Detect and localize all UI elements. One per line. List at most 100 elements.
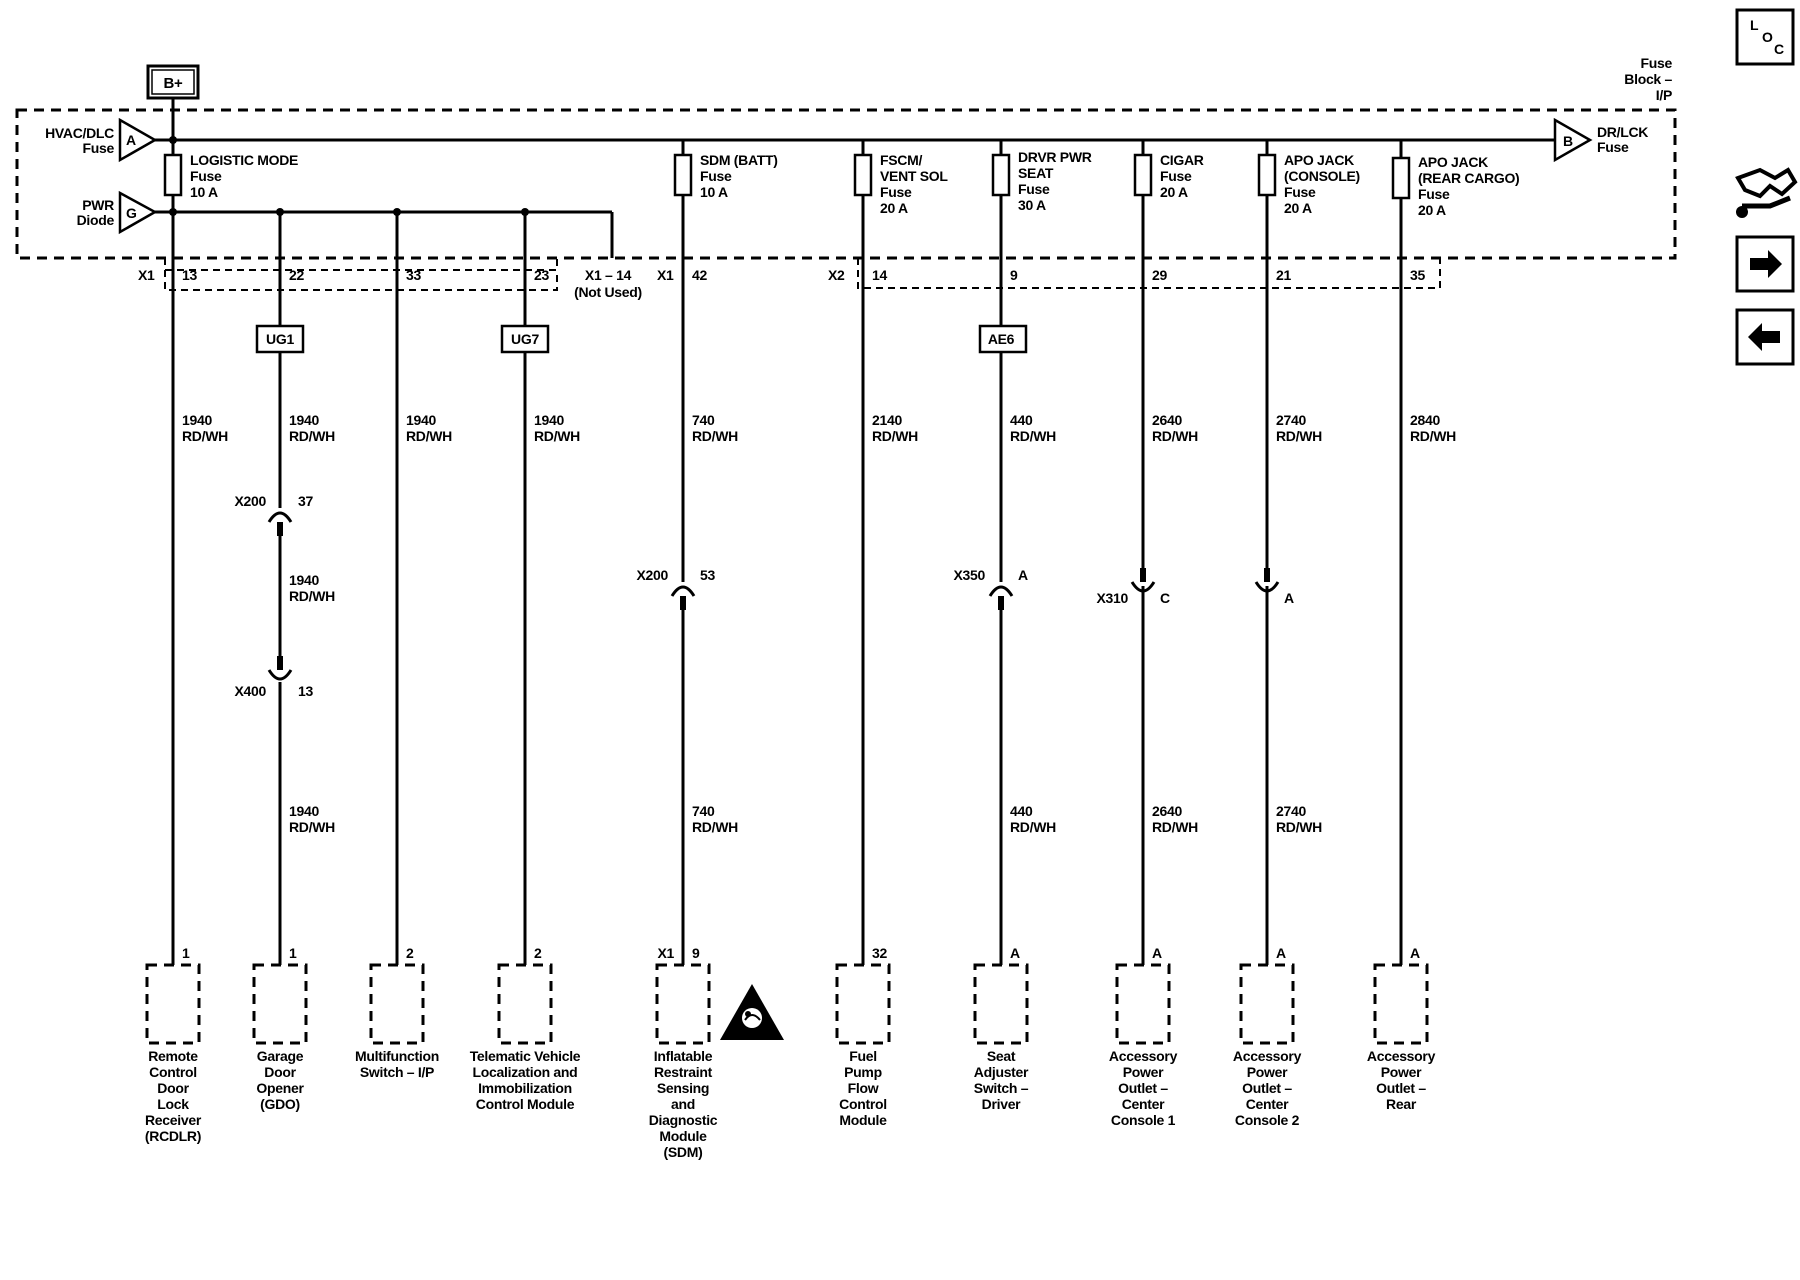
svg-text:2640: 2640 [1152,803,1182,819]
svg-text:Center: Center [1246,1096,1289,1112]
svg-text:Power: Power [1381,1064,1422,1080]
svg-text:A: A [1410,945,1420,961]
svg-text:X200: X200 [235,493,267,509]
svg-text:UG1: UG1 [266,331,294,347]
svg-text:C: C [1774,41,1784,57]
svg-text:RD/WH: RD/WH [1152,819,1198,835]
previous-page-button[interactable] [1735,308,1795,366]
connector-x2-rail [857,258,1441,289]
svg-text:X200: X200 [637,567,669,583]
svg-text:PWR: PWR [82,197,114,213]
fuse-drvr-pwr-seat: DRVR PWR SEAT Fuse 30 A [991,149,1092,213]
svg-text:B: B [1563,133,1573,149]
svg-text:Driver: Driver [982,1096,1022,1112]
svg-text:30 A: 30 A [1018,197,1046,213]
svg-text:13: 13 [298,683,313,699]
svg-text:740: 740 [692,803,715,819]
svg-text:Fuse: Fuse [1597,139,1629,155]
component-boxes [145,963,1429,1045]
svg-text:X1: X1 [657,945,674,961]
connector-x2-label: X2 [828,267,845,283]
svg-text:RD/WH: RD/WH [289,819,335,835]
svg-text:X350: X350 [954,567,986,583]
svg-text:RD/WH: RD/WH [1010,819,1056,835]
svg-text:1: 1 [182,945,190,961]
svg-text:Console 2: Console 2 [1235,1112,1300,1128]
svg-text:Block –: Block – [1624,71,1672,87]
svg-text:Accessory: Accessory [1233,1048,1302,1064]
svg-text:RD/WH: RD/WH [1276,428,1322,444]
svg-text:Sensing: Sensing [657,1080,709,1096]
svg-text:33: 33 [406,267,421,283]
svg-text:Outlet –: Outlet – [1242,1080,1292,1096]
svg-text:Remote: Remote [148,1048,198,1064]
svg-text:G: G [126,205,137,221]
connector-x1-label: X1 [138,267,155,283]
arrow-right-icon [1750,250,1782,278]
svg-text:Module: Module [659,1128,707,1144]
svg-text:1: 1 [289,945,297,961]
arrow-left-icon [1748,323,1780,351]
svg-text:A: A [1284,590,1294,606]
connector-x1-rail [165,258,558,271]
svg-text:APO JACK: APO JACK [1284,152,1354,168]
svg-text:Control Module: Control Module [476,1096,575,1112]
fuse-block-label: Fuse Block – I/P [1624,55,1673,103]
inline-connector-a: A [1254,568,1294,606]
option-code-ae6: AE6 [978,324,1028,354]
svg-text:Outlet –: Outlet – [1376,1080,1426,1096]
svg-text:Fuse: Fuse [1418,186,1450,202]
svg-text:(RCDLR): (RCDLR) [145,1128,201,1144]
connector-x1-lower-rail [164,258,558,291]
svg-text:A: A [126,132,136,148]
svg-text:Module: Module [839,1112,887,1128]
svg-text:Telematic Vehicle: Telematic Vehicle [470,1048,581,1064]
svg-text:RD/WH: RD/WH [1152,428,1198,444]
loc-button[interactable]: L O C [1735,8,1795,66]
svg-text:2140: 2140 [872,412,902,428]
svg-text:Multifunction: Multifunction [355,1048,439,1064]
svg-text:Control: Control [149,1064,197,1080]
handshake-wrench-icon[interactable] [1735,167,1798,218]
svg-text:Power: Power [1123,1064,1164,1080]
b-plus-label: B+ [164,75,184,92]
svg-text:2740: 2740 [1276,803,1306,819]
svg-text:10 A: 10 A [700,184,728,200]
svg-text:20 A: 20 A [1418,202,1446,218]
svg-text:Accessory: Accessory [1367,1048,1436,1064]
svg-text:2: 2 [534,945,542,961]
next-page-button[interactable] [1735,235,1795,293]
svg-text:Fuse: Fuse [1284,184,1316,200]
svg-text:Inflatable: Inflatable [654,1048,713,1064]
svg-text:13: 13 [182,267,197,283]
svg-text:1940: 1940 [534,412,564,428]
svg-text:Receiver: Receiver [145,1112,202,1128]
not-used-pin-label: X1 – 14 (Not Used) [574,267,642,300]
svg-text:X400: X400 [235,683,267,699]
svg-text:Adjuster: Adjuster [974,1064,1029,1080]
svg-text:LOGISTIC MODE: LOGISTIC MODE [190,152,298,168]
svg-text:Power: Power [1247,1064,1288,1080]
svg-text:C: C [1160,590,1170,606]
svg-text:2740: 2740 [1276,412,1306,428]
inline-connector-x350-a: X350 A [954,567,1028,610]
svg-text:(REAR CARGO): (REAR CARGO) [1418,170,1519,186]
fuse-cigar: CIGAR Fuse 20 A [1133,152,1204,200]
svg-text:9: 9 [1010,267,1018,283]
svg-text:RD/WH: RD/WH [289,588,335,604]
svg-text:14: 14 [872,267,887,283]
svg-text:Flow: Flow [848,1080,879,1096]
svg-text:1940: 1940 [182,412,212,428]
svg-text:UG7: UG7 [511,331,539,347]
svg-text:A: A [1018,567,1028,583]
svg-text:Fuse: Fuse [1641,55,1673,71]
svg-text:Center: Center [1122,1096,1165,1112]
connector-x1-42-label: X1 [657,267,674,283]
svg-text:2: 2 [406,945,414,961]
svg-text:2840: 2840 [1410,412,1440,428]
fuse-fscm-vent-sol: FSCM/ VENT SOL Fuse 20 A [853,152,949,216]
svg-text:L: L [1750,17,1759,33]
inline-connector-x200-37: X200 37 [235,493,314,536]
svg-text:53: 53 [700,567,715,583]
